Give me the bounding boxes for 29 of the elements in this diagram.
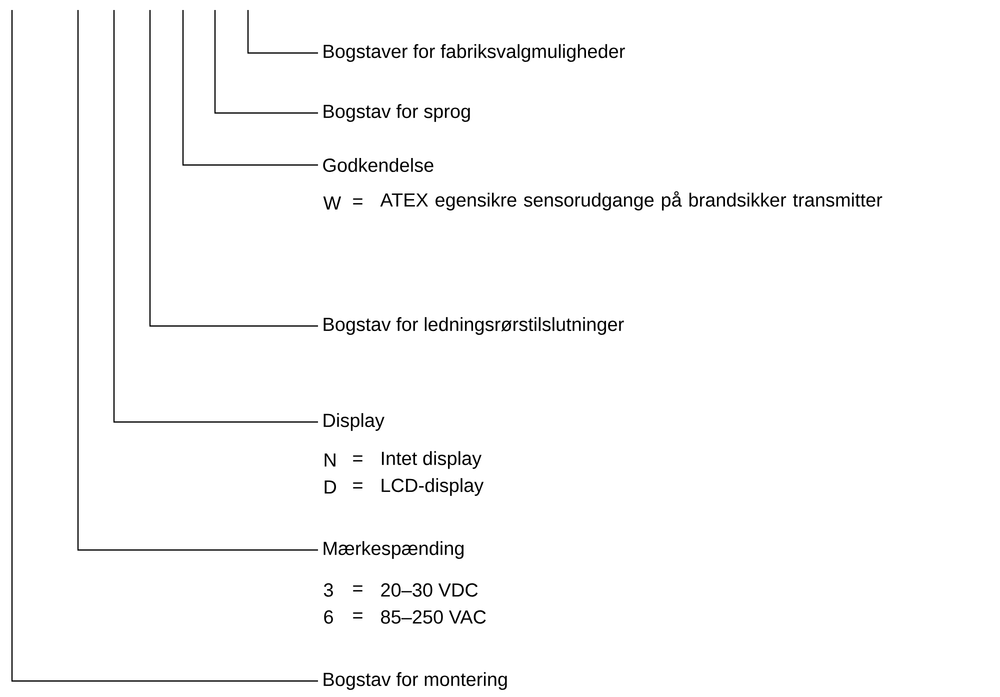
option-code: 6	[324, 610, 333, 624]
leader-line	[113, 10, 318, 423]
label-text: Bogstav for ledningsrørstilslutninger	[324, 317, 624, 335]
equals-sign: =	[353, 585, 362, 592]
option-code: N	[324, 453, 336, 467]
equals-sign: =	[353, 482, 362, 488]
option-description: 85–250 VAC	[381, 610, 486, 624]
leader-line	[247, 10, 318, 54]
option-code: W	[323, 196, 342, 210]
leader-line	[149, 10, 318, 327]
label-text: Display	[324, 413, 384, 431]
equals-sign: =	[353, 612, 362, 618]
label-text: Bogstav for sprog	[324, 104, 470, 122]
equals-sign: =	[353, 198, 362, 204]
option-description: ATEX egensikre sensorudgange på brandsikker transmitter	[380, 191, 882, 210]
label-text: Godkendelse	[323, 158, 434, 172]
option-description: LCD-display	[382, 478, 484, 496]
label-text: Bogstav for montering	[324, 672, 507, 690]
leader-line	[11, 10, 318, 682]
option-description: Intet display	[382, 451, 482, 469]
equals-sign: =	[353, 455, 362, 462]
leader-line	[77, 10, 318, 551]
label-text: Bogstaver for fabriksvalgmuligheder	[324, 44, 625, 62]
option-code: D	[324, 480, 336, 494]
option-code: 3	[324, 583, 333, 597]
option-description: 20–30 VDC	[381, 583, 478, 597]
leader-line	[214, 10, 318, 114]
leader-line	[182, 10, 318, 166]
label-text: Mærkespænding	[324, 541, 464, 559]
